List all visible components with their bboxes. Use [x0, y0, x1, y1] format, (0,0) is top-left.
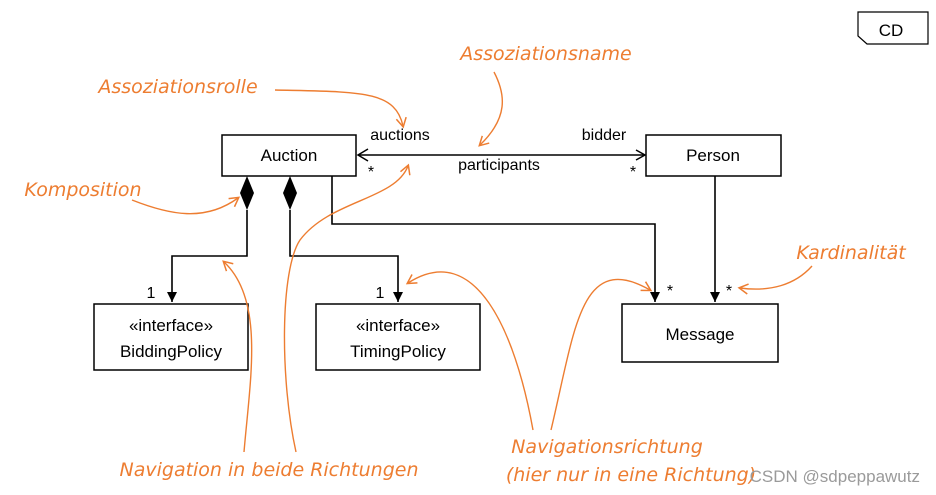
annotation-komposition: Komposition — [24, 179, 241, 215]
mult-person-side: * — [630, 164, 636, 181]
association-person-message: * — [710, 176, 732, 302]
watermark: CSDN @sdpeppawutz — [750, 467, 920, 486]
bidding-stereotype: «interface» — [129, 316, 213, 335]
class-auction: Auction — [221, 134, 357, 177]
association-participants: auctions bidder participants * * — [356, 127, 647, 181]
role-auctions: auctions — [370, 127, 430, 144]
mult-bidding: 1 — [147, 285, 156, 302]
diagram-tag-label: CD — [879, 21, 904, 40]
annotation-navigationsrichtung-text: Navigationsrichtung — [511, 436, 703, 458]
timing-stereotype: «interface» — [356, 316, 440, 335]
annotation-arrow — [131, 196, 241, 215]
annotation-arrow — [478, 71, 504, 147]
annotation-arrow — [737, 265, 813, 295]
mult-message-person: * — [726, 283, 732, 300]
association-auction-message: * — [331, 176, 673, 302]
annotation-kardinalitaet: Kardinalität — [737, 242, 907, 295]
interface-bidding-policy: «interface» BiddingPolicy — [93, 303, 249, 371]
annotation-kardinalitaet-text: Kardinalität — [796, 242, 907, 264]
role-bidder: bidder — [582, 127, 627, 144]
annotation-assoziationsname-text: Assoziationsname — [458, 43, 632, 65]
mult-auction-side: * — [368, 164, 374, 181]
class-auction-name: Auction — [261, 146, 318, 165]
bidding-name: BiddingPolicy — [120, 342, 223, 361]
annotation-arrow — [222, 260, 253, 453]
annotation-navigationsrichtung: Navigationsrichtung (hier nur in eine Ri… — [405, 271, 756, 486]
annotation-assoziationsname: Assoziationsname — [458, 43, 632, 147]
diagram-tag: CD — [857, 11, 929, 45]
timing-name: TimingPolicy — [350, 342, 446, 361]
annotation-navigation-beide: Navigation in beide Richtungen — [120, 163, 419, 481]
annotation-navigation-beide-text: Navigation in beide Richtungen — [120, 459, 419, 481]
class-message-name: Message — [666, 325, 735, 344]
annotation-navigationsrichtung-note: (hier nur in eine Richtung) — [506, 464, 756, 486]
annotation-assoziationsrolle-text: Assoziationsrolle — [96, 76, 257, 98]
class-person-name: Person — [686, 146, 740, 165]
mult-timing: 1 — [376, 285, 385, 302]
composition-diamond — [283, 176, 297, 210]
annotation-arrow — [550, 278, 653, 431]
composition-bidding: 1 — [147, 176, 254, 302]
composition-diamond — [240, 176, 254, 210]
annotation-arrow — [274, 89, 407, 129]
annotation-arrow — [283, 163, 411, 453]
annotation-assoziationsrolle: Assoziationsrolle — [96, 76, 407, 129]
annotation-komposition-text: Komposition — [24, 179, 141, 201]
mult-message-auction: * — [667, 283, 673, 300]
class-person: Person — [645, 134, 782, 177]
association-name: participants — [458, 157, 540, 174]
class-message: Message — [621, 303, 779, 363]
interface-timing-policy: «interface» TimingPolicy — [315, 303, 481, 371]
composition-timing: 1 — [283, 176, 403, 302]
annotation-arrow — [405, 271, 534, 431]
